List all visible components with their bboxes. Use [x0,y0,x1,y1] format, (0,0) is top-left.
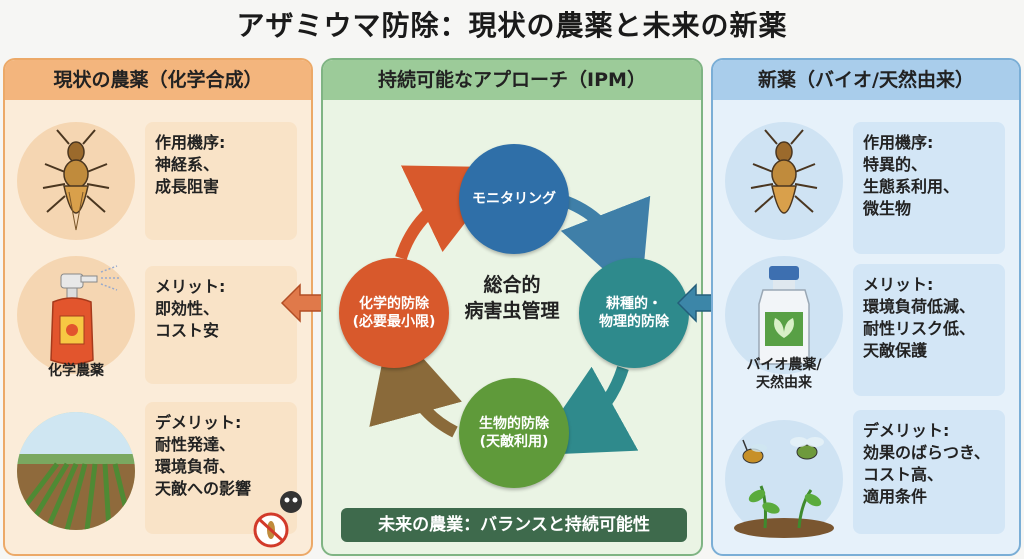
merit-card-new: メリット: 環境負荷低減、 耐性リスク低、 天敵保護 [853,264,1005,396]
current-pesticide-header: 現状の農薬（化学合成） [5,60,311,100]
chemical-control-node: 化学的防除 (必要最小限) [339,258,449,368]
monitoring-node: モニタリング [459,144,569,254]
demerit-card-current: デメリット: 耐性発達、 環境負荷、 天敵への影響 [145,402,297,534]
new-pesticide-panel: 新薬（バイオ/天然由来） 作用機序: 特異的、 生態系利用、 微生物 [711,58,1021,556]
card-title: メリット: [155,277,226,296]
ipm-panel: 持続可能なアプローチ（IPM） モニタリング 耕種的・ 物理的防除 生物的防除 … [321,58,703,556]
ipm-cycle-arrows [369,165,651,456]
cultural-control-node: 耕種的・ 物理的防除 [579,258,689,368]
beneficial-insects-plants-icon [734,437,834,538]
ipm-center-label: 総合的 病害虫管理 [464,274,560,322]
biological-control-node: 生物的防除 (天敵利用) [459,378,569,488]
card-title: メリット: [863,275,934,294]
thrips-icon-circle [17,122,135,240]
card-title: デメリット: [155,413,242,432]
bio-pesticide-label: バイオ農薬/ 天然由来 [746,357,822,391]
farm-field-icon [17,412,135,530]
biological-control-label: 生物的防除 (天敵利用) [479,416,549,450]
card-body: 特異的、 生態系利用、 微生物 [863,155,960,218]
thrips-insect-icon [42,129,110,231]
card-body: 即効性、 コスト安 [155,299,220,340]
current-pesticide-panel: 現状の農薬（化学合成） 作用機序: 神経系、 成長阻害 [3,58,313,556]
beneficial-insects-icon-circle [725,420,843,538]
ipm-header: 持続可能なアプローチ（IPM） [323,60,701,100]
bio-pesticide-bottle-icon [758,266,810,365]
card-title: 作用機序: [155,133,226,152]
spray-bottle-icon [50,265,119,365]
arrow-cultural-to-biological [531,366,639,456]
field-icon-circle [17,412,135,530]
chemical-control-label: 化学的防除 (必要最小限) [352,296,436,330]
card-title: デメリット: [863,421,950,440]
demerit-card-new: デメリット: 効果のばらつき、 コスト高、 適用条件 [853,410,1005,534]
bottle-icon-circle [725,256,843,374]
cultural-control-label: 耕種的・ 物理的防除 [599,296,669,330]
natural-enemy-harm-icon [253,491,302,548]
spray-icon-circle [17,256,135,374]
mechanism-card-new: 作用機序: 特異的、 生態系利用、 微生物 [853,122,1005,254]
card-title: 作用機序: [863,133,934,152]
card-body: 神経系、 成長阻害 [155,155,220,196]
arrow-biological-to-chemical [369,321,462,438]
thrips-insect-icon [750,129,818,214]
monitoring-label: モニタリング [472,191,556,207]
card-body: 効果のばらつき、 コスト高、 適用条件 [863,443,990,506]
merit-card-current: メリット: 即効性、 コスト安 [145,266,297,384]
arrow-chemical-to-monitoring [395,165,509,260]
card-body: 環境負荷低減、 耐性リスク低、 天敵保護 [863,297,976,360]
page-title: アザミウマ防除：現状の農薬と未来の新薬 [236,9,788,42]
chemical-pesticide-label: 化学農薬 [48,363,104,379]
future-agriculture-banner: 未来の農業：バランスと持続可能性 [341,508,687,542]
mechanism-card-current: 作用機序: 神経系、 成長阻害 [145,122,297,240]
new-pesticide-header: 新薬（バイオ/天然由来） [713,60,1019,100]
thrips-icon-circle-right [725,122,843,240]
card-body: 耐性発達、 環境負荷、 天敵への影響 [155,435,252,498]
